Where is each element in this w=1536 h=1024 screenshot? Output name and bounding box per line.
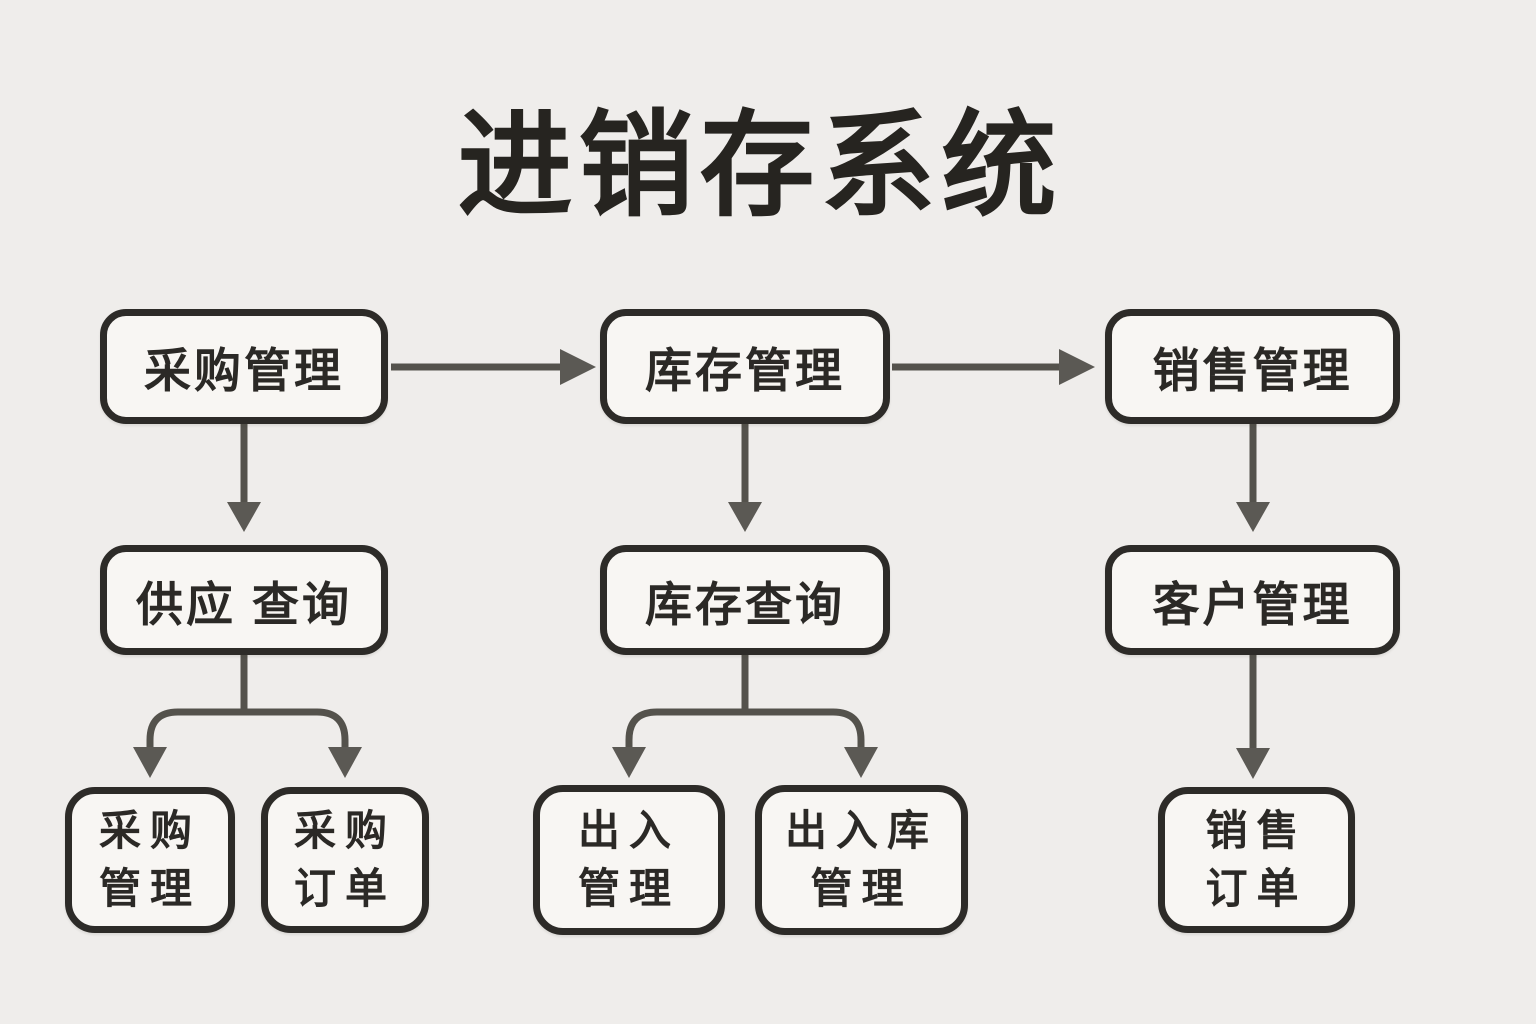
arrow-purchase-to-supplier-query	[227, 424, 261, 532]
node-sales-order: 销售 订单	[1158, 787, 1355, 933]
node-purchase-order: 采购 订单	[261, 787, 429, 933]
branch-inventory-query-to-children	[612, 655, 878, 778]
arrow-purchase-to-inventory	[391, 349, 596, 385]
arrow-sales-to-customer	[1236, 424, 1270, 532]
branch-supplier-query-to-children	[133, 655, 362, 778]
node-sales-management: 销售管理	[1105, 309, 1400, 424]
diagram-title: 进销存系统	[457, 102, 1063, 230]
arrow-inventory-to-sales	[892, 349, 1095, 385]
node-in-out-warehouse-management: 出入库 管理	[755, 785, 968, 935]
node-purchase-management: 采购管理	[100, 309, 388, 424]
node-customer-management: 客户管理	[1105, 545, 1400, 655]
node-inventory-management: 库存管理	[600, 309, 890, 424]
node-supplier-query: 供应 查询	[100, 545, 388, 655]
arrow-inventory-to-inventory-query	[728, 424, 762, 532]
node-in-out-management: 出入 管理	[533, 785, 725, 935]
node-inventory-query: 库存查询	[600, 545, 890, 655]
arrow-customer-to-sales-order	[1236, 655, 1270, 779]
node-purchase-management-sub: 采购 管理	[65, 787, 235, 933]
